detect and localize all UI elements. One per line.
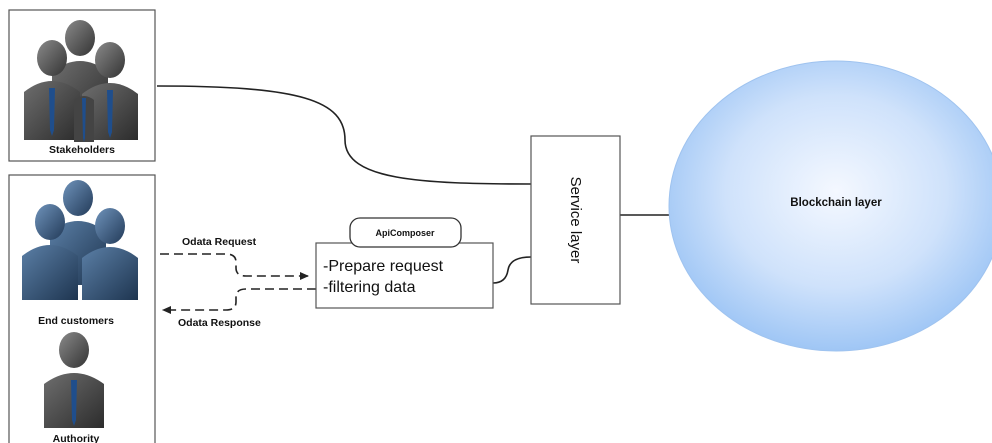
blockchain-layer-node: Blockchain layer <box>668 60 992 352</box>
api-composer-node: ApiComposer -Prepare request -filtering … <box>315 217 494 309</box>
stakeholders-label: Stakeholders <box>49 144 115 156</box>
service-layer-node: Service layer <box>530 135 621 305</box>
odata-request-arrow <box>160 253 309 280</box>
api-composer-title: ApiComposer <box>375 228 435 238</box>
blockchain-layer-label: Blockchain layer <box>790 197 882 209</box>
service-layer-label: Service layer <box>567 177 584 264</box>
customers-authority-node: End customers Authority <box>8 174 156 443</box>
authority-label: Authority <box>53 433 100 443</box>
odata-response-arrow <box>162 288 316 314</box>
api-composer-title-pill <box>349 217 462 248</box>
api-composer-box <box>315 242 494 309</box>
api-composer-line-1: -Prepare request <box>323 258 444 275</box>
api-composer-line-2: -filtering data <box>323 279 416 296</box>
authority-person-icon <box>44 332 104 428</box>
odata-response-label: Odata Response <box>178 317 261 329</box>
end-customers-label: End customers <box>38 315 114 327</box>
odata-request-label: Odata Request <box>182 236 257 248</box>
service-layer-box <box>530 135 621 305</box>
composer-to-service-connector <box>492 256 532 284</box>
stakeholders-people-icon <box>24 20 138 142</box>
blockchain-layer-circle <box>668 60 992 352</box>
stakeholders-to-service-connector <box>156 85 532 185</box>
end-customers-people-icon <box>22 180 138 300</box>
stakeholders-node: Stakeholders <box>8 9 156 162</box>
